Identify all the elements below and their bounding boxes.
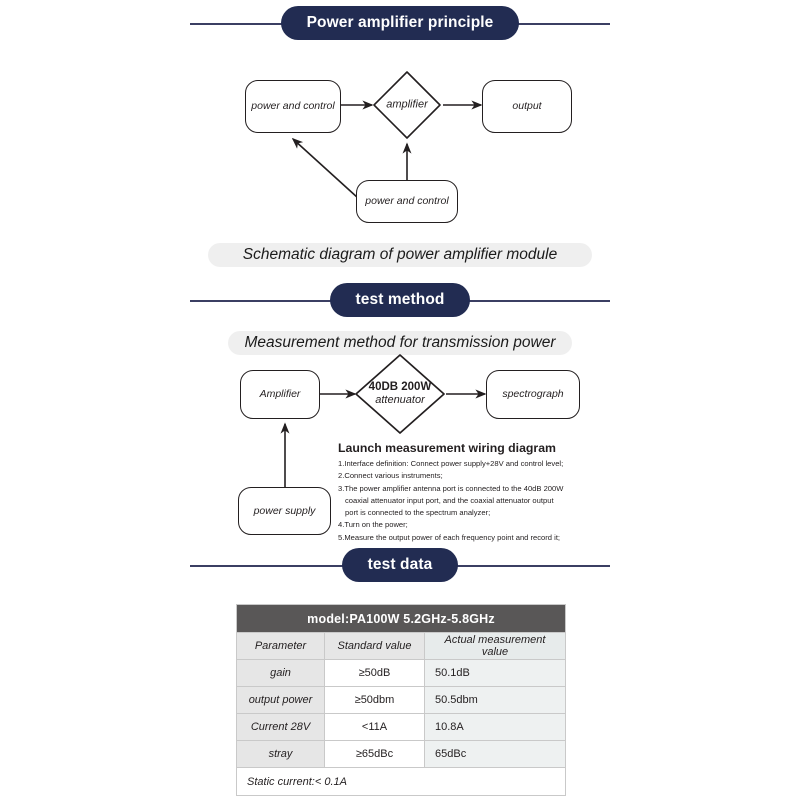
table-row: stray ≥65dBc 65dBc: [236, 740, 566, 768]
node-label: power and control: [365, 195, 449, 208]
cell-standard: ≥50dbm: [324, 686, 425, 714]
column-header-actual-value: Actual measurement value: [424, 632, 566, 660]
cell-static-current: Static current:< 0.1A: [236, 767, 566, 796]
cell-parameter: Current 28V: [236, 713, 325, 741]
cell-parameter: output power: [236, 686, 325, 714]
cell-actual: 50.5dbm: [424, 686, 566, 714]
caption-text: Measurement method for transmission powe…: [244, 334, 556, 351]
banner-test-data: test data: [0, 548, 800, 582]
node-label: power supply: [253, 504, 316, 517]
node-power-and-control-bottom: power and control: [356, 180, 458, 223]
step-text: 5.Measure the output power of each frequ…: [338, 532, 561, 542]
node-label-wrap: 40DB 200W attenuator: [353, 381, 447, 407]
diagram-connectors: [291, 100, 483, 199]
node-label-wrap: amplifier: [371, 99, 443, 112]
table-row-footer: Static current:< 0.1A: [236, 767, 566, 796]
cell-standard: ≥65dBc: [324, 740, 425, 768]
cell-standard: <11A: [324, 713, 425, 741]
banner-title: test method: [329, 283, 471, 317]
node-label: spectrograph: [502, 388, 564, 401]
node-label: power and control: [251, 100, 335, 113]
table-row: gain ≥50dB 50.1dB: [236, 659, 566, 687]
wiring-diagram-title: Launch measurement wiring diagram: [338, 441, 556, 455]
node-output: output: [482, 80, 572, 133]
step-text: 1.Interface definition: Connect power su…: [338, 459, 564, 468]
list-item: 4.Turn on the power;: [338, 519, 578, 531]
column-header-standard-value: Standard value: [324, 632, 425, 660]
step-text: 3.The power amplifier antenna port is co…: [338, 483, 564, 493]
node-spectrograph: spectrograph: [486, 370, 580, 419]
list-item: 2.Connect various instruments;: [338, 470, 578, 482]
node-label: Amplifier: [259, 388, 301, 401]
diamond-shape: [355, 354, 445, 434]
node-label-line1: 40DB 200W: [368, 381, 432, 394]
caption-schematic-diagram: Schematic diagram of power amplifier mod…: [208, 243, 592, 267]
table-row-headers: Parameter Standard value Actual measurem…: [236, 632, 566, 660]
banner-title: Power amplifier principle: [280, 6, 520, 40]
cell-standard: ≥50dB: [324, 659, 425, 687]
list-item: 5.Measure the output power of each frequ…: [338, 532, 578, 544]
cell-actual: 50.1dB: [424, 659, 566, 687]
table-model-header: model:PA100W 5.2GHz-5.8GHz: [236, 604, 566, 633]
caption-text: Schematic diagram of power amplifier mod…: [242, 246, 558, 263]
cell-actual: 65dBc: [424, 740, 566, 768]
node-power-supply: power supply: [238, 487, 331, 535]
caption-measurement-method: Measurement method for transmission powe…: [228, 331, 572, 355]
column-header-parameter: Parameter: [236, 632, 325, 660]
table-row-model: model:PA100W 5.2GHz-5.8GHz: [236, 604, 566, 633]
banner-test-method: test method: [0, 283, 800, 317]
step-continuation: port is connected to the spectrum analyz…: [345, 508, 491, 518]
test-data-table: model:PA100W 5.2GHz-5.8GHz Parameter Sta…: [236, 604, 566, 796]
cell-actual: 10.8A: [424, 713, 566, 741]
banner-title: test data: [341, 548, 459, 582]
list-item: 3.The power amplifier antenna port is co…: [338, 483, 578, 520]
step-continuation: coaxial attenuator input port, and the c…: [345, 495, 554, 505]
table-row: Current 28V <11A 10.8A: [236, 713, 566, 741]
node-power-and-control-left: power and control: [245, 80, 341, 133]
diamond-shape: [373, 71, 441, 139]
banner-power-amplifier-principle: Power amplifier principle: [0, 6, 800, 40]
node-label: amplifier: [386, 98, 428, 111]
cell-parameter: gain: [236, 659, 325, 687]
table-row: output power ≥50dbm 50.5dbm: [236, 686, 566, 714]
wiring-steps-list: 1.Interface definition: Connect power su…: [338, 458, 578, 544]
list-item: 1.Interface definition: Connect power su…: [338, 458, 578, 470]
node-label-line2: attenuator: [375, 394, 425, 407]
node-label: output: [512, 100, 542, 113]
step-text: 2.Connect various instruments;: [338, 471, 443, 481]
step-text: 4.Turn on the power;: [338, 520, 408, 530]
node-amplifier: Amplifier: [240, 370, 320, 419]
node-attenuator-diamond: 40DB 200W attenuator: [353, 352, 447, 436]
cell-parameter: stray: [236, 740, 325, 768]
node-amplifier-diamond: amplifier: [371, 69, 443, 141]
